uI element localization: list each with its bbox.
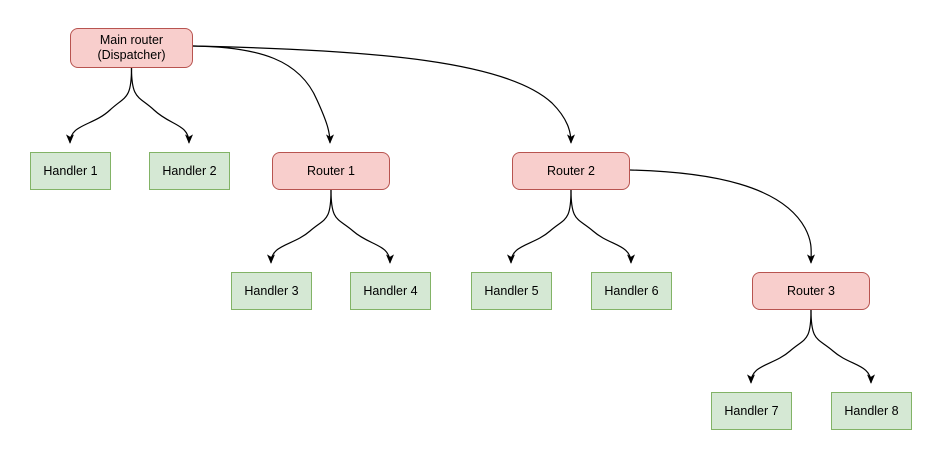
edge-main-to-router-2 bbox=[192, 45, 575, 144]
node-main-router[interactable]: Main router (Dispatcher) bbox=[70, 28, 193, 68]
edge-main-to-handler-2 bbox=[130, 67, 193, 144]
node-router-1-label: Router 1 bbox=[307, 163, 355, 178]
node-router-3-label: Router 3 bbox=[787, 283, 835, 298]
node-handler-7[interactable]: Handler 7 bbox=[711, 392, 792, 430]
edge-router-1-to-handler-3 bbox=[267, 189, 332, 264]
node-handler-1[interactable]: Handler 1 bbox=[30, 152, 111, 190]
edge-router-2-to-router-3 bbox=[629, 169, 816, 264]
node-handler-4-label: Handler 4 bbox=[363, 283, 418, 298]
node-handler-7-label: Handler 7 bbox=[724, 403, 779, 418]
node-main-router-label: Main router (Dispatcher) bbox=[97, 33, 166, 62]
node-handler-5-label: Handler 5 bbox=[484, 283, 539, 298]
edge-main-to-handler-1 bbox=[66, 67, 133, 144]
node-handler-6-label: Handler 6 bbox=[604, 283, 659, 298]
node-handler-2-label: Handler 2 bbox=[162, 163, 217, 178]
node-handler-6[interactable]: Handler 6 bbox=[591, 272, 672, 310]
node-router-3[interactable]: Router 3 bbox=[752, 272, 870, 310]
edge-router-2-to-handler-6 bbox=[570, 189, 635, 264]
node-handler-3-label: Handler 3 bbox=[244, 283, 299, 298]
edge-router-3-to-handler-7 bbox=[747, 309, 812, 384]
node-router-1[interactable]: Router 1 bbox=[272, 152, 390, 190]
node-handler-8-label: Handler 8 bbox=[844, 403, 899, 418]
node-router-2[interactable]: Router 2 bbox=[512, 152, 630, 190]
node-handler-8[interactable]: Handler 8 bbox=[831, 392, 912, 430]
node-handler-3[interactable]: Handler 3 bbox=[231, 272, 312, 310]
node-handler-4[interactable]: Handler 4 bbox=[350, 272, 431, 310]
edge-router-3-to-handler-8 bbox=[810, 309, 875, 384]
node-handler-5[interactable]: Handler 5 bbox=[471, 272, 552, 310]
node-handler-2[interactable]: Handler 2 bbox=[149, 152, 230, 190]
edge-router-2-to-handler-5 bbox=[507, 189, 572, 264]
edge-main-to-router-1 bbox=[192, 45, 334, 144]
node-handler-1-label: Handler 1 bbox=[43, 163, 98, 178]
edge-router-1-to-handler-4 bbox=[330, 189, 394, 264]
node-router-2-label: Router 2 bbox=[547, 163, 595, 178]
